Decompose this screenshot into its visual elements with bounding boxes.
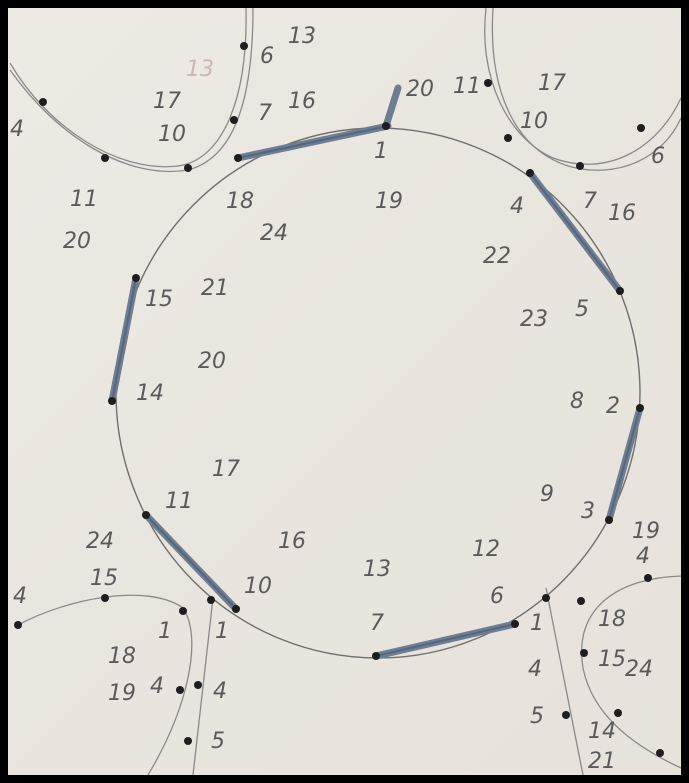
- label: 19: [375, 189, 403, 214]
- label: 1: [374, 139, 388, 164]
- label: 20: [198, 349, 226, 374]
- label: 17: [212, 457, 240, 482]
- label: 6: [651, 144, 665, 169]
- label: 13: [186, 57, 214, 82]
- label: 21: [201, 276, 229, 301]
- label: 24: [260, 221, 288, 246]
- label: 19: [108, 681, 136, 706]
- label: 20: [63, 229, 91, 254]
- label: 22: [483, 244, 511, 269]
- label: 15: [90, 566, 118, 591]
- label: 7: [258, 101, 272, 126]
- label: 13: [288, 24, 316, 49]
- label: 12: [472, 537, 500, 562]
- label: 1: [215, 619, 229, 644]
- label: 15: [145, 287, 173, 312]
- label: 3: [581, 499, 595, 524]
- label: 4: [10, 117, 24, 142]
- label: 4: [528, 657, 542, 682]
- label: 24: [86, 529, 114, 554]
- label: 9: [540, 482, 554, 507]
- label: 5: [575, 297, 589, 322]
- label: 20: [406, 77, 434, 102]
- label: 21: [588, 749, 616, 774]
- label: 4: [150, 674, 164, 699]
- label: 10: [244, 574, 272, 599]
- label: 6: [260, 44, 274, 69]
- label: 4: [213, 679, 227, 704]
- label: 2: [606, 394, 620, 419]
- label: 6: [490, 584, 504, 609]
- label: 23: [520, 307, 548, 332]
- string-art-photo: 1 19 18 24 4 22 15 21 23 5 20 14 8 2 17 …: [8, 8, 681, 775]
- label: 7: [583, 189, 597, 214]
- label: 5: [530, 704, 544, 729]
- label: 17: [538, 71, 566, 96]
- label: 17: [153, 89, 181, 114]
- label: 14: [588, 719, 616, 744]
- label: 19: [632, 519, 660, 544]
- label: 16: [288, 89, 316, 114]
- label: 7: [370, 611, 384, 636]
- label: 14: [136, 381, 164, 406]
- string-art-drawing: 1 19 18 24 4 22 15 21 23 5 20 14 8 2 17 …: [8, 8, 681, 775]
- label: 18: [598, 607, 626, 632]
- label: 1: [158, 619, 172, 644]
- label: 8: [570, 389, 584, 414]
- label: 1: [530, 611, 544, 636]
- label: 10: [158, 122, 186, 147]
- label: 16: [608, 201, 636, 226]
- label: 13: [363, 557, 391, 582]
- label: 5: [211, 729, 225, 754]
- label: 15: [598, 647, 626, 672]
- label: 4: [13, 584, 27, 609]
- label: 4: [510, 194, 524, 219]
- label: 11: [453, 74, 481, 99]
- label: 11: [165, 489, 193, 514]
- label: 18: [226, 189, 254, 214]
- label: 10: [520, 109, 548, 134]
- label: 16: [278, 529, 306, 554]
- label: 18: [108, 644, 136, 669]
- label: 4: [636, 544, 650, 569]
- label: 24: [625, 657, 653, 682]
- label: 11: [70, 187, 98, 212]
